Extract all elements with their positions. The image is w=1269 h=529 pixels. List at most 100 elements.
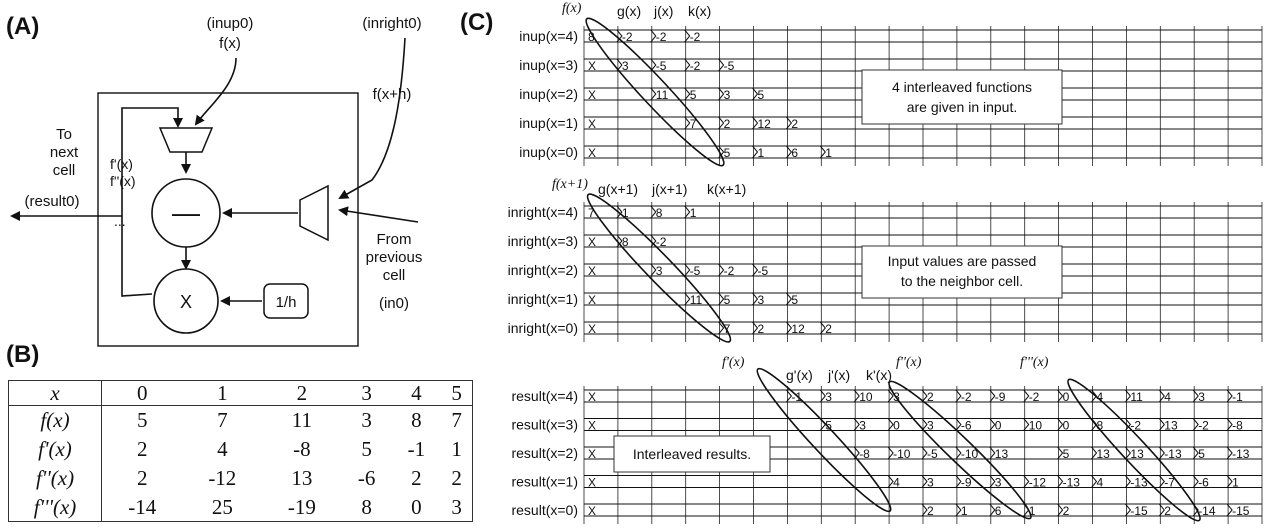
- result-transition: [786, 389, 793, 403]
- table-cell: 7: [451, 408, 462, 433]
- inup-value: 1: [825, 146, 832, 160]
- inright-value: 11: [690, 293, 703, 307]
- inup-transition: [718, 145, 725, 159]
- result-transition: [989, 475, 996, 488]
- result-header-j1: j'(x): [827, 367, 850, 383]
- result-value: X: [588, 390, 596, 404]
- step-box-label: 1/h: [276, 294, 297, 311]
- table-header-cell: 2: [262, 380, 342, 406]
- result-value: -10: [961, 447, 979, 461]
- result-transition: [1226, 446, 1233, 460]
- result-value: -15: [1130, 504, 1148, 518]
- table-cell: 0: [411, 494, 422, 519]
- inright-transition: [718, 292, 725, 306]
- table-row: f''(x) 2 -12 13 -6 2 2: [8, 463, 473, 493]
- inup-row-label: inup(x=1): [519, 115, 578, 131]
- to-next-label-1: To: [56, 126, 72, 143]
- result-value: -10: [893, 447, 911, 461]
- inright-value: -5: [690, 264, 701, 278]
- inup-value: 1: [758, 146, 765, 160]
- inup-value: 2: [724, 117, 731, 131]
- inright-note-line: Input values are passed: [888, 253, 1037, 269]
- inup-note-line: 4 interleaved functions: [892, 79, 1032, 95]
- result-value: X: [588, 476, 596, 490]
- multiply-node: [153, 268, 219, 334]
- table-cell: 4: [217, 437, 228, 462]
- result-header-g1: g'(x): [786, 367, 813, 383]
- table-cell: 25: [211, 494, 233, 519]
- inup-transition: [650, 29, 657, 43]
- inup-value: -5: [656, 59, 667, 73]
- result-value: -13: [1232, 447, 1250, 461]
- result-value: -1: [1232, 390, 1243, 404]
- right-multiplexer: [299, 184, 329, 242]
- result-transition: [1192, 418, 1199, 431]
- table-header-cell: x: [8, 380, 102, 406]
- inright-transition: [650, 263, 657, 277]
- result-transition: [1192, 446, 1199, 460]
- result-transition: [1226, 475, 1233, 488]
- table-row-header: f'''(x): [8, 492, 102, 522]
- result-transition: [955, 389, 962, 403]
- result-value: -8: [1232, 419, 1243, 433]
- table-header-cell: 4: [391, 380, 442, 406]
- waveform-panel: f(x)g(x)j(x)k(x)inup(x=4)8-2-2-2inup(x=3…: [508, 1, 1263, 524]
- result-value: 5: [825, 419, 832, 433]
- result-transition: [819, 389, 826, 403]
- result-transition: [1125, 418, 1132, 431]
- feedback-path: [121, 107, 183, 297]
- table-header-row: x 0 1 2 3 4 5: [8, 380, 473, 406]
- inup-header-g: g(x): [617, 3, 641, 19]
- inright-value: X: [588, 264, 596, 278]
- inup-row-label: inup(x=2): [519, 86, 578, 102]
- result-value: 3: [927, 476, 934, 490]
- table-header-cell: 1: [182, 380, 263, 406]
- derivative-label-2: f''(x): [110, 173, 136, 189]
- inup-transition: [786, 145, 793, 159]
- result-value: 5: [1063, 447, 1070, 461]
- result-value: -13: [1164, 447, 1182, 461]
- inup-value: 6: [791, 146, 798, 160]
- inright-row-label: inright(x=1): [508, 291, 578, 307]
- inup-transition: [684, 29, 691, 43]
- inup-transition: [718, 116, 725, 130]
- from-prev-label-3: cell: [383, 267, 406, 284]
- inup-transition: [616, 29, 623, 43]
- inright-header-f: f(x+1): [552, 177, 588, 192]
- result-value: 2: [927, 504, 934, 518]
- result-transition: [1023, 475, 1030, 488]
- inup-header-f: f(x): [562, 1, 582, 16]
- inright-transition: [616, 234, 623, 248]
- result-transition: [921, 475, 928, 488]
- result-value: -6: [961, 419, 972, 433]
- derivative-label-1: f'(x): [110, 156, 133, 172]
- inright-value: -2: [656, 235, 667, 249]
- table-cell: 5: [361, 437, 372, 462]
- inright-row-label: inright(x=0): [508, 320, 578, 336]
- inup-value-label: f(x): [219, 35, 241, 52]
- result-transition: [1057, 418, 1064, 431]
- result-transition: [989, 446, 996, 460]
- result-port-label: (result0): [24, 193, 79, 210]
- table-cell: 13: [291, 465, 313, 490]
- result-note-line: Interleaved results.: [633, 446, 751, 462]
- inup-value: 12: [758, 117, 772, 131]
- result-transition: [1125, 503, 1132, 517]
- inright-transition: [752, 263, 759, 277]
- inup-transition: [718, 58, 725, 72]
- result-transition: [887, 418, 894, 431]
- result-value: -12: [1029, 476, 1047, 490]
- inup-transition: [684, 58, 691, 72]
- inup-note-line: are given in input.: [907, 99, 1018, 115]
- table-cell: 3: [361, 408, 372, 433]
- result-header-f3: f'''(x): [1020, 355, 1049, 370]
- result-transition: [1158, 503, 1165, 517]
- inup-transition: [718, 87, 725, 101]
- table-cell: 2: [137, 437, 148, 462]
- result-value: 1: [961, 504, 968, 518]
- result-header-f1: f'(x): [722, 355, 745, 370]
- inright-value: 1: [690, 206, 697, 220]
- from-previous-arrow: [338, 206, 419, 223]
- inup-value: -2: [690, 30, 701, 44]
